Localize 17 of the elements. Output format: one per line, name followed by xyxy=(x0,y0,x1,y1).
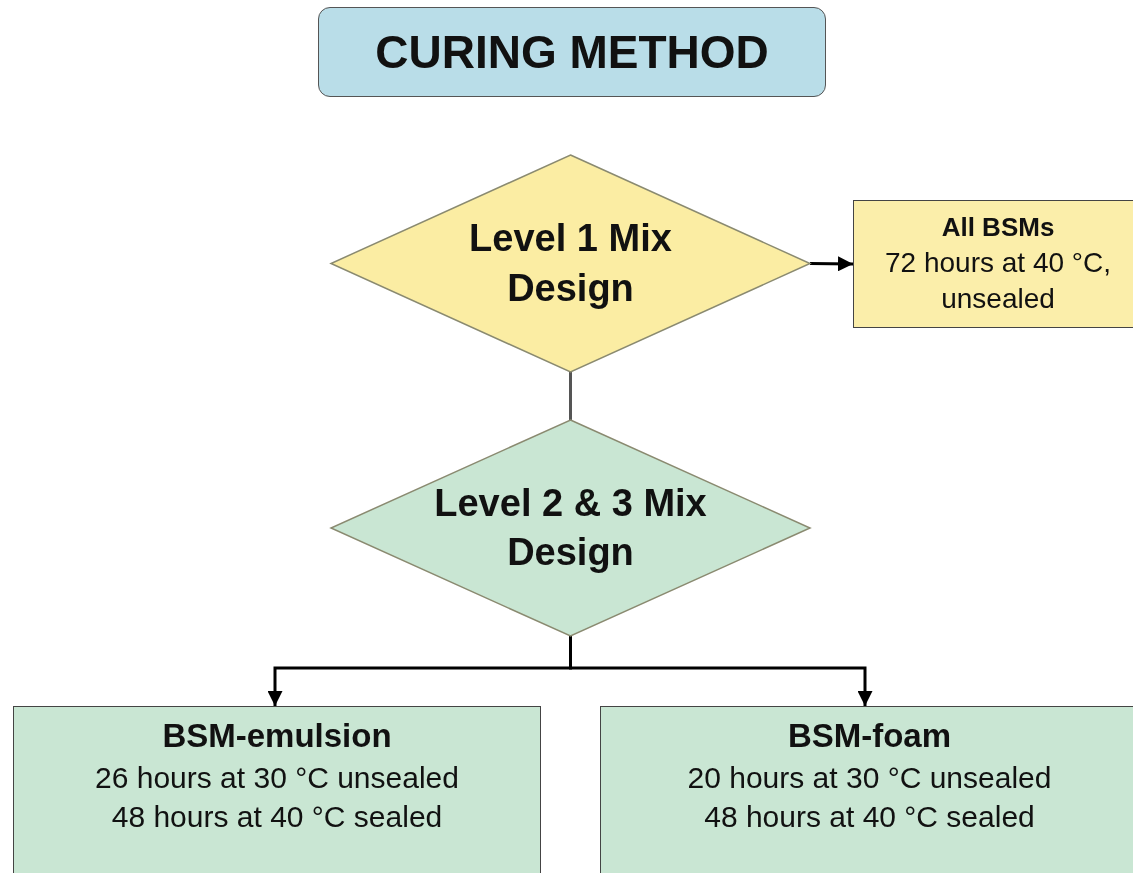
title-box: CURING METHOD xyxy=(318,7,826,97)
node-text: 26 hours at 30 °C unsealed xyxy=(95,759,459,796)
node-heading: BSM-foam xyxy=(787,716,952,756)
node-text: 20 hours at 30 °C unsealed xyxy=(687,759,1052,796)
node-heading: BSM-emulsion xyxy=(162,716,392,756)
arrow xyxy=(569,636,873,706)
connector-line xyxy=(569,372,572,420)
process-box xyxy=(600,706,1133,873)
node-text: 48 hours at 40 °C sealed xyxy=(111,798,443,835)
node-heading: All BSMs xyxy=(941,210,1055,244)
node-heading: Level 2 & 3 Mix Design xyxy=(433,480,708,575)
process-box xyxy=(853,200,1133,328)
node-text: 48 hours at 40 °C sealed xyxy=(704,798,1035,835)
node-text: 72 hours at 40 °C, unsealed xyxy=(884,245,1112,316)
node-heading: Level 1 Mix Design xyxy=(468,216,673,311)
arrow xyxy=(810,256,853,272)
process-box xyxy=(13,706,541,873)
